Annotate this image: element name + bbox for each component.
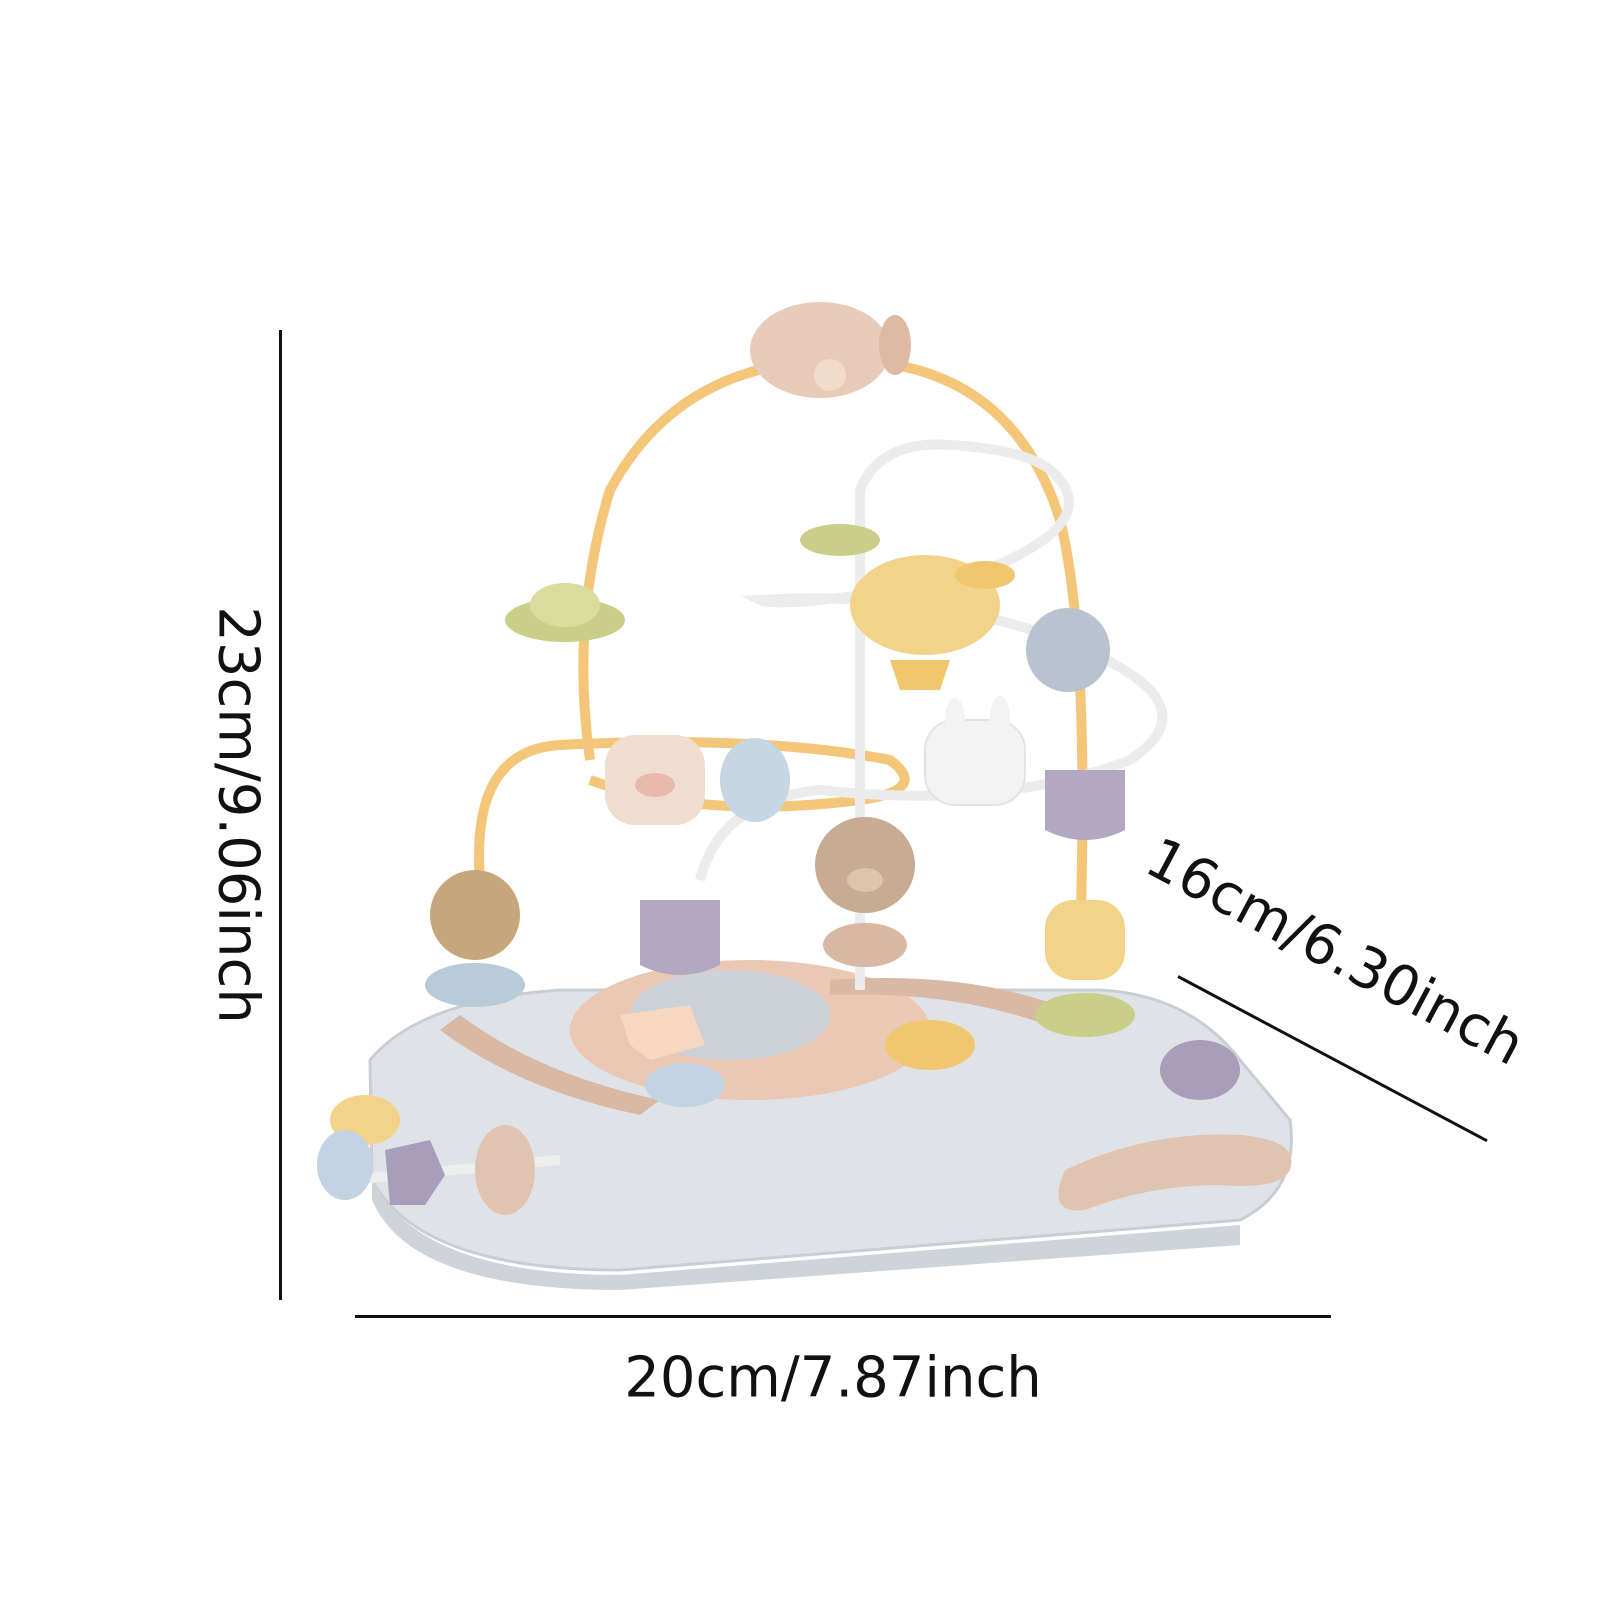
moon-bead-brown	[425, 870, 525, 1007]
moon-bead-grey	[1026, 608, 1110, 692]
saturn-bead-top	[800, 524, 880, 556]
toy-base-lower	[372, 1180, 1240, 1290]
lavender-bead-right	[1045, 770, 1125, 840]
width-label: 20cm/7.87inch	[624, 1345, 1042, 1411]
width-dimension-line	[355, 1315, 1331, 1318]
plane-bead	[850, 555, 1015, 690]
height-dimension-line	[279, 330, 282, 1300]
pig-bead	[605, 735, 705, 825]
cloud-bead-blue	[720, 738, 790, 822]
height-label: 23cm/9.06inch	[205, 606, 271, 1024]
bunny-bead	[924, 696, 1026, 806]
side-beads	[317, 1040, 1240, 1215]
bear-bead	[815, 817, 915, 967]
chick-bead	[1035, 900, 1135, 1037]
lavender-bead-center	[620, 900, 725, 1107]
saturn-bead-left	[505, 583, 625, 642]
rocket-bead	[750, 302, 911, 398]
toy-handle	[1058, 1134, 1292, 1211]
